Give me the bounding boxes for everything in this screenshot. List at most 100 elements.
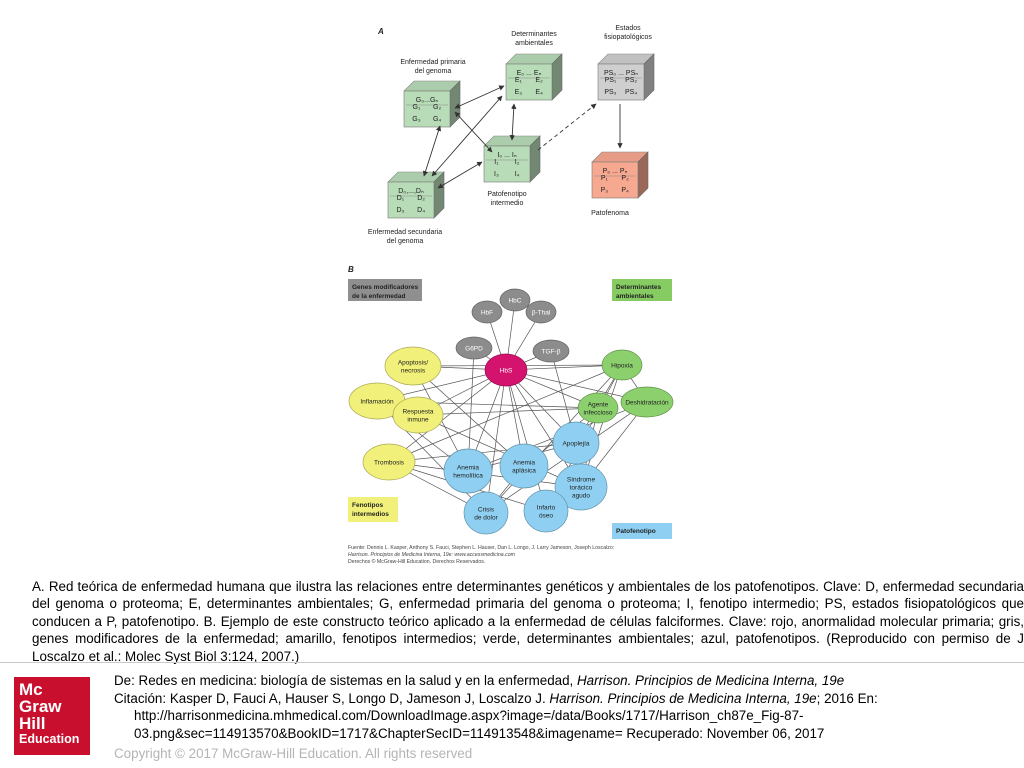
secondary-genome-cube-top-label: D₀,...,Dₙ — [398, 188, 424, 195]
pathophysiological-states-cell-2: PS₂ — [625, 77, 637, 84]
divider — [0, 662, 1024, 663]
node-hbs: HbS — [484, 353, 528, 387]
environment-cube-front — [505, 63, 553, 101]
node-anemia_apl-label: Anemia — [513, 460, 535, 467]
citation-line: Citación: Kasper D, Fauci A, Hauser S, L… — [114, 690, 1014, 708]
primary-genome-cell-4: G₄ — [433, 116, 441, 123]
secondary-genome-cell-2: D₂ — [417, 195, 425, 202]
logo-line-3: Hill — [19, 714, 46, 733]
network-arrow-2 — [454, 111, 493, 153]
panel-b-label: B — [348, 265, 354, 274]
node-g6pd: G6PD — [455, 336, 493, 360]
node-trombosis-label: Trombosis — [374, 460, 405, 467]
node-hbc-label: HbC — [508, 298, 521, 305]
intermediate-label: intermedio — [491, 200, 524, 207]
pathophysiological-title: Estados — [615, 25, 641, 32]
node-hbs-shape — [484, 353, 528, 387]
pathophysiological-states-cell-3: PS₃ — [604, 89, 616, 96]
pathophenotype-label: Patofenoma — [591, 210, 629, 217]
figure-source-line: Derechos © McGraw-Hill Education. Derech… — [348, 558, 485, 565]
pathophysiological-states-cube-front — [597, 63, 645, 101]
node-infarto-label: óseo — [539, 513, 553, 520]
legend-modifiers-text: Genes modificadores — [352, 284, 418, 291]
source-book-title: Harrison. Principios de Medicina Interna… — [577, 673, 845, 688]
environment-cell-4: E₄ — [535, 89, 543, 96]
node-crisis-label: de dolor — [474, 515, 498, 522]
node-bthal: β-Thal — [525, 300, 557, 324]
node-g6pd-label: G6PD — [465, 346, 483, 353]
source-prefix: De: Redes en medicina: biología de siste… — [114, 673, 577, 688]
environment-cell-3: E₃ — [515, 89, 523, 96]
figure-caption: A. Red teórica de enfermedad humana que … — [32, 579, 1024, 664]
legend-environment-box — [612, 279, 672, 301]
node-sindrome-label: agudo — [572, 493, 590, 500]
node-hbf-label: HbF — [481, 310, 493, 317]
pathophysiological-states-cell-4: PS₄ — [625, 89, 637, 96]
node-g6pd-shape — [455, 336, 493, 360]
citation-book-title: Harrison. Principios de Medicina Interna… — [549, 690, 817, 706]
node-deshid-label: Deshidratación — [625, 400, 669, 407]
node-trombosis: Trombosis — [362, 443, 416, 481]
edge-hbs-trombosis — [388, 369, 507, 463]
environment-cell-1: E₁ — [515, 77, 523, 84]
primary-genome-title: Enfermedad primaria — [400, 59, 465, 66]
intermediate-label: Patofenotipo — [487, 191, 526, 198]
node-apoptosis-shape — [384, 346, 442, 386]
citation-year: ; 2016 En: — [816, 690, 878, 706]
node-apoptosis: Apoptosis/necrosis — [384, 346, 442, 386]
citation-url-1[interactable]: http://harrisonmedicina.mhmedical.com/Do… — [134, 708, 804, 723]
node-hipoxia: Hipoxia — [601, 349, 643, 381]
citation-url-2[interactable]: 03.png&sec=114913570&BookID=1717&Chapter… — [134, 725, 825, 741]
node-hbf-shape — [471, 300, 503, 324]
network-arrow-5 — [509, 103, 517, 141]
legend-pathophenotype-text: Patofenotipo — [616, 528, 656, 535]
node-infarto-label: Infarto — [537, 505, 556, 512]
node-anemia_apl-shape — [499, 443, 549, 489]
pathophysiological-states-cube-top-label: PS₀ ... PSₙ — [604, 70, 638, 77]
node-crisis-label: Crisis — [478, 507, 495, 514]
edge-hbs-crisis — [485, 369, 507, 514]
node-deshid-shape — [620, 386, 674, 418]
node-bthal-label: β-Thal — [532, 310, 551, 317]
logo-line-4: Education — [19, 732, 80, 746]
figure-source-line: Harrison. Principios de Medicina Interna… — [348, 552, 516, 558]
node-sindrome-label: Síndrome — [567, 477, 596, 484]
node-tgfb-label: TGF-β — [542, 349, 561, 356]
edge-apoptosis-anemia_apl — [412, 365, 525, 467]
node-respuesta-label: inmune — [407, 417, 429, 424]
node-apoptosis-label: necrosis — [401, 368, 426, 375]
node-sindrome-label: torácico — [570, 485, 593, 492]
node-hbc-shape — [499, 288, 531, 312]
environment-cube-top-label: E₀ ... Eₙ — [517, 70, 542, 77]
environment-title: Determinantes — [511, 31, 557, 38]
intermediate-cell-2: I₂ — [515, 159, 520, 166]
dashed-arrow — [537, 103, 597, 151]
secondary-genome-cell-1: D₁ — [397, 195, 405, 202]
node-respuesta-shape — [392, 396, 444, 434]
pathophenotype-cell-1: P₁ — [601, 175, 609, 182]
secondary-genome-label: Enfermedad secundaria — [368, 229, 442, 236]
node-anemia_hem-label: hemolítica — [453, 473, 483, 480]
node-hbs-label: HbS — [500, 368, 513, 375]
copyright-notice: Copyright © 2017 McGraw-Hill Education. … — [114, 746, 473, 761]
secondary-genome-label: del genoma — [387, 238, 424, 245]
primary-genome-cell-1: G₁ — [413, 104, 421, 111]
pathophenotype-cell-2: P₂ — [621, 175, 629, 182]
edge-hipoxia-trombosis — [388, 364, 623, 463]
secondary-genome-cell-3: D₃ — [396, 207, 404, 214]
network-arrow-1 — [454, 85, 505, 109]
node-anemia_hem-label: Anemia — [457, 465, 479, 472]
pathophysiological-states-cell-1: PS₁ — [605, 77, 617, 84]
node-apoplejia-shape — [552, 421, 600, 465]
node-hbf: HbF — [471, 300, 503, 324]
node-apoplejia: Apoplejía — [552, 421, 600, 465]
node-bthal-shape — [525, 300, 557, 324]
citation-block: De: Redes en medicina: biología de siste… — [114, 672, 1014, 742]
node-sindrome-shape — [554, 463, 608, 511]
